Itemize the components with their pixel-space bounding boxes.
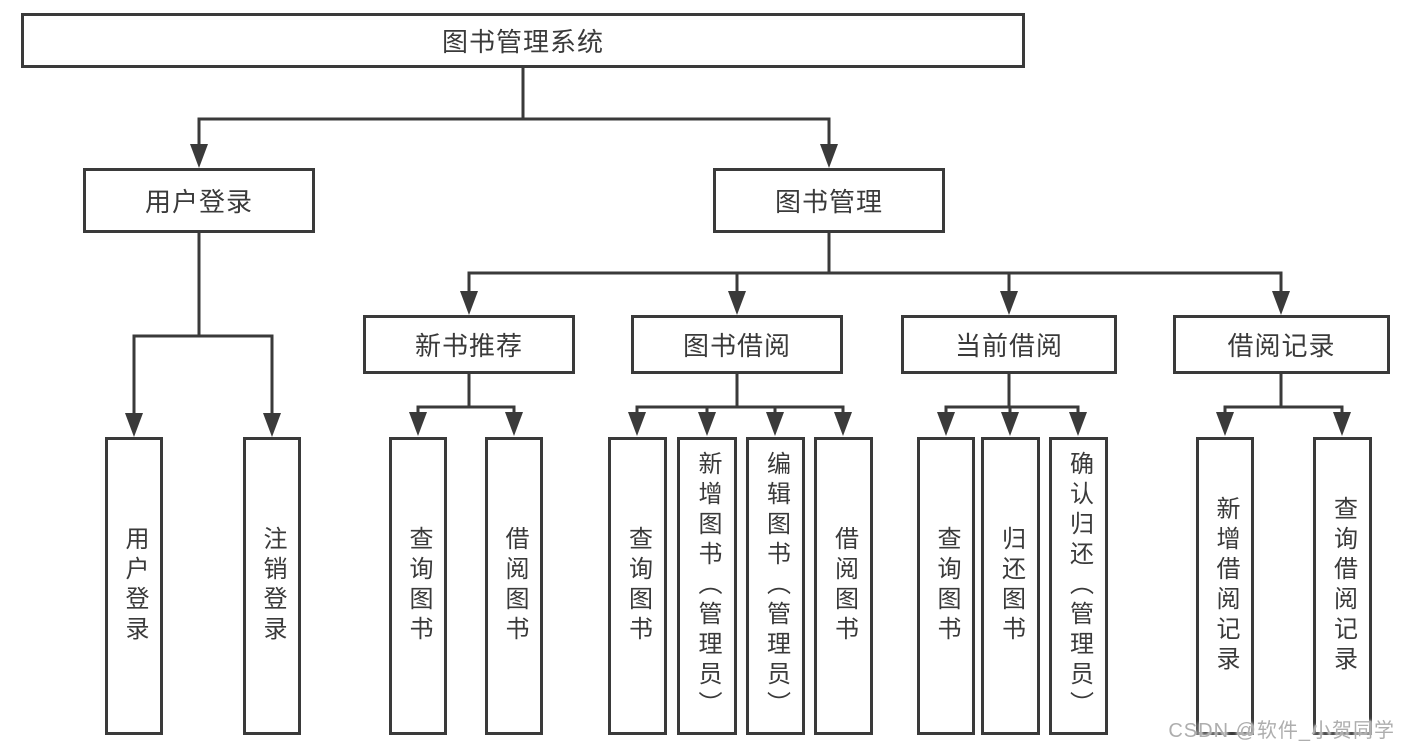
connector-userlogin-to-leaves: [132, 233, 274, 415]
leaf-borrow-add-admin-label: 新增图书（管理员）: [694, 451, 721, 721]
connector-records-to-leaves: [1223, 374, 1344, 413]
leaf-current-query-label: 查询图书: [933, 526, 960, 646]
leaf-newbooks-borrow: 借阅图书: [485, 437, 543, 735]
node-book-borrow-label: 图书借阅: [682, 331, 791, 361]
leaf-logout-label: 注销登录: [259, 526, 286, 646]
leaf-borrow-query-label: 查询图书: [624, 526, 652, 646]
leaf-current-confirm-admin-label: 确认归还（管理员）: [1065, 451, 1093, 721]
node-borrow-records: 借阅记录: [1173, 315, 1390, 374]
leaf-newbooks-borrow-label: 借阅图书: [501, 526, 528, 646]
leaf-borrow-edit-admin-label: 编辑图书（管理员）: [762, 451, 790, 721]
node-current-borrow-label: 当前借阅: [954, 331, 1063, 361]
csdn-watermark: CSDN @软件_小贺同学: [1168, 720, 1395, 742]
connector-current-to-leaves: [944, 374, 1080, 413]
connector-bookmgmt-to-level3: [467, 233, 1283, 293]
leaf-records-query-label: 查询借阅记录: [1329, 496, 1357, 676]
node-root-library-system: 图书管理系统: [21, 13, 1025, 68]
leaf-current-return-label: 归还图书: [997, 526, 1025, 646]
leaf-borrow-add-admin: 新增图书（管理员）: [677, 437, 737, 735]
leaf-user-login-label: 用户登录: [121, 526, 148, 646]
leaf-current-return: 归还图书: [981, 437, 1040, 735]
leaf-records-query: 查询借阅记录: [1313, 437, 1372, 735]
leaf-borrow-book-label: 借阅图书: [830, 526, 858, 646]
connector-borrow-to-leaves: [635, 374, 845, 413]
leaf-logout: 注销登录: [243, 437, 301, 735]
node-book-management-label: 图书管理: [774, 187, 883, 217]
node-book-borrow: 图书借阅: [631, 315, 843, 374]
leaf-borrow-query: 查询图书: [608, 437, 667, 735]
leaf-newbooks-query-label: 查询图书: [405, 526, 432, 646]
leaf-records-add-label: 新增借阅记录: [1212, 496, 1239, 676]
leaf-newbooks-query: 查询图书: [389, 437, 447, 735]
leaf-borrow-book: 借阅图书: [814, 437, 873, 735]
arrowheads: [125, 144, 1351, 437]
leaf-current-query: 查询图书: [917, 437, 975, 735]
leaf-borrow-edit-admin: 编辑图书（管理员）: [746, 437, 805, 735]
node-new-book-recommend: 新书推荐: [363, 315, 575, 374]
node-user-login-label: 用户登录: [144, 187, 253, 217]
node-new-book-recommend-label: 新书推荐: [414, 331, 523, 361]
connector-root-to-level2: [197, 68, 831, 146]
node-current-borrow: 当前借阅: [901, 315, 1117, 374]
node-user-login: 用户登录: [83, 168, 315, 233]
node-borrow-records-label: 借阅记录: [1227, 331, 1336, 361]
node-root-label: 图书管理系统: [441, 27, 604, 57]
leaf-records-add: 新增借阅记录: [1196, 437, 1254, 735]
node-book-management: 图书管理: [713, 168, 945, 233]
leaf-current-confirm-admin: 确认归还（管理员）: [1049, 437, 1108, 735]
connector-newbooks-to-leaves: [416, 374, 516, 413]
leaf-user-login: 用户登录: [105, 437, 163, 735]
